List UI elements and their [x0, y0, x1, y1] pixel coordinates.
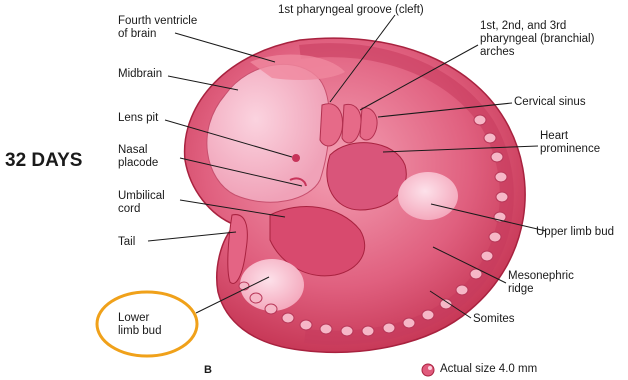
label-somites: Somites: [473, 313, 515, 326]
stage-title: 32 DAYS: [5, 150, 82, 172]
label-nasal-placode: Nasal placode: [118, 144, 158, 170]
label-fourth-ventricle: Fourth ventricle of brain: [118, 15, 197, 41]
label-lower-limb-bud: Lower limb bud: [118, 312, 161, 338]
label-pharyngeal-arches: 1st, 2nd, and 3rd pharyngeal (branchial)…: [480, 20, 594, 59]
label-pharyngeal-groove: 1st pharyngeal groove (cleft): [278, 4, 424, 17]
actual-size-caption: Actual size 4.0 mm: [440, 363, 537, 375]
label-lens-pit: Lens pit: [118, 112, 158, 125]
actual-size-icon: [422, 364, 434, 376]
label-umbilical-cord: Umbilical cord: [118, 190, 165, 216]
label-cervical-sinus: Cervical sinus: [514, 96, 586, 109]
lower-limb-bud: [240, 259, 304, 311]
label-mesonephric-ridge: Mesonephric ridge: [508, 270, 574, 296]
pharyngeal-arches: [320, 104, 377, 146]
upper-limb-bud: [398, 172, 458, 220]
label-tail: Tail: [118, 236, 135, 249]
lens-pit: [292, 154, 300, 162]
label-upper-limb-bud: Upper limb bud: [536, 226, 614, 239]
figure-letter: B: [204, 364, 212, 376]
label-heart-prominence: Heart prominence: [540, 130, 600, 156]
label-midbrain: Midbrain: [118, 68, 162, 81]
